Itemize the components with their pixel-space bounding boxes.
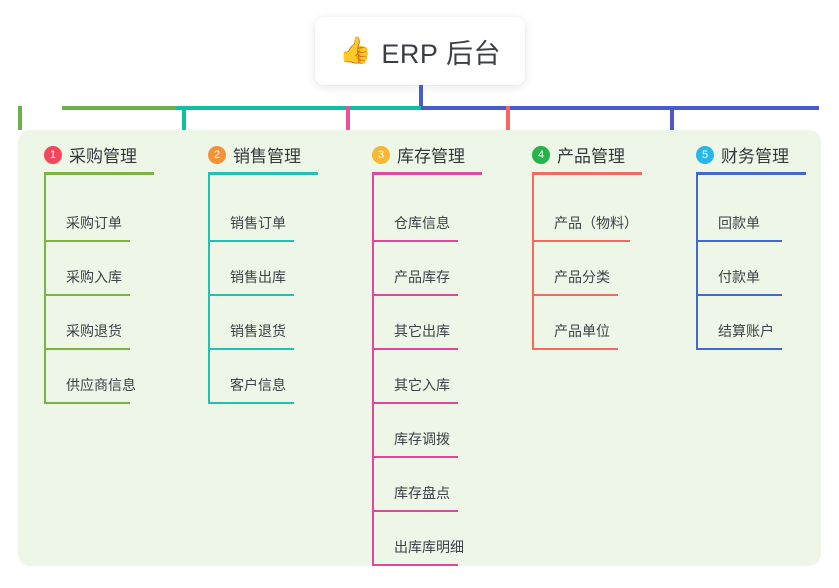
leaf-item-label: 供应商信息 — [66, 377, 136, 393]
branch-badge-3: 3 — [372, 145, 390, 164]
leaf-item-label: 采购订单 — [66, 215, 122, 231]
root-node-title: ERP 后台 — [381, 38, 501, 69]
root-connector-stem — [419, 85, 423, 108]
branches-panel: 1 采购管理采购订单采购入库采购退货供应商信息 2 销售管理销售订单销售出库销售退货客… — [18, 106, 821, 566]
leaf-item-underline — [534, 240, 630, 242]
branch-drop-line-4 — [506, 106, 510, 130]
branch-trunk-1 — [44, 175, 46, 404]
leaf-item-underline — [374, 294, 458, 296]
leaf-item-label: 客户信息 — [230, 377, 286, 393]
branch-header-2[interactable]: 2 销售管理 — [208, 142, 301, 167]
leaf-item-underline — [374, 564, 458, 566]
leaf-item-label: 销售出库 — [230, 269, 286, 285]
branch-drop-line-2 — [182, 106, 186, 130]
branch-trunk-2 — [208, 175, 210, 404]
branch-drop-line-3 — [346, 106, 350, 130]
root-node-content: 👍 ERP 后台 — [339, 32, 501, 71]
leaf-item-underline — [698, 294, 782, 296]
branch-underline-4 — [532, 172, 642, 175]
branch-badge-4: 4 — [532, 145, 550, 164]
leaf-item-label: 产品分类 — [554, 269, 610, 285]
leaf-item-underline — [534, 348, 618, 350]
branch-drop-line-5 — [670, 106, 674, 130]
branch-title-3: 库存管理 — [397, 147, 465, 166]
bus-segment-1 — [62, 106, 176, 110]
bus-segment-2 — [176, 106, 421, 110]
branch-trunk-4 — [532, 175, 534, 350]
leaf-item-underline — [374, 240, 458, 242]
leaf-item-underline — [46, 240, 130, 242]
branch-header-4[interactable]: 4 产品管理 — [532, 142, 625, 167]
leaf-item-label: 销售退货 — [230, 323, 286, 339]
leaf-item-underline — [698, 348, 782, 350]
branch-trunk-5 — [696, 175, 698, 350]
leaf-item-label: 产品库存 — [394, 269, 450, 285]
leaf-item-underline — [374, 348, 458, 350]
leaf-item-label: 其它入库 — [394, 377, 450, 393]
leaf-item-underline — [46, 348, 130, 350]
leaf-item-label: 回款单 — [718, 215, 760, 231]
leaf-item-label: 产品单位 — [554, 323, 610, 339]
branch-header-3[interactable]: 3 库存管理 — [372, 142, 465, 167]
leaf-item-label: 其它出库 — [394, 323, 450, 339]
leaf-item-underline — [374, 510, 458, 512]
bus-segment-3 — [421, 106, 819, 110]
leaf-item-underline — [374, 402, 458, 404]
leaf-item-label: 结算账户 — [718, 323, 774, 339]
branch-underline-2 — [208, 172, 318, 175]
branch-title-4: 产品管理 — [557, 147, 625, 166]
leaf-item-label: 库存调拨 — [394, 431, 450, 447]
root-node-card[interactable]: 👍 ERP 后台 — [315, 17, 525, 85]
leaf-item-underline — [374, 456, 458, 458]
branch-title-2: 销售管理 — [233, 147, 301, 166]
leaf-item-label: 采购入库 — [66, 269, 122, 285]
branch-title-5: 财务管理 — [721, 147, 789, 166]
leaf-item-label: 采购退货 — [66, 323, 122, 339]
thumbs-up-icon: 👍 — [339, 36, 372, 66]
leaf-item-label: 销售订单 — [230, 215, 286, 231]
leaf-item-underline — [210, 402, 294, 404]
leaf-item-underline — [698, 240, 782, 242]
leaf-item-label: 仓库信息 — [394, 215, 450, 231]
leaf-item-underline — [46, 402, 130, 404]
branch-badge-1: 1 — [44, 145, 62, 164]
branch-header-5[interactable]: 5 财务管理 — [696, 142, 789, 167]
leaf-item-label: 产品（物料） — [554, 215, 638, 231]
leaf-item-label: 出库库明细 — [394, 539, 464, 555]
branch-drop-line-1 — [18, 106, 22, 130]
branch-badge-5: 5 — [696, 145, 714, 164]
branch-underline-5 — [696, 172, 806, 175]
branch-title-1: 采购管理 — [69, 147, 137, 166]
leaf-item-underline — [534, 294, 618, 296]
branch-header-1[interactable]: 1 采购管理 — [44, 142, 137, 167]
branch-underline-1 — [44, 172, 154, 175]
leaf-item-underline — [210, 240, 294, 242]
branch-underline-3 — [372, 172, 482, 175]
leaf-item-label: 付款单 — [718, 269, 760, 285]
branch-badge-2: 2 — [208, 145, 226, 164]
leaf-item-underline — [46, 294, 130, 296]
leaf-item-underline — [210, 294, 294, 296]
leaf-item-underline — [210, 348, 294, 350]
leaf-item-label: 库存盘点 — [394, 485, 450, 501]
branch-trunk-3 — [372, 175, 374, 566]
